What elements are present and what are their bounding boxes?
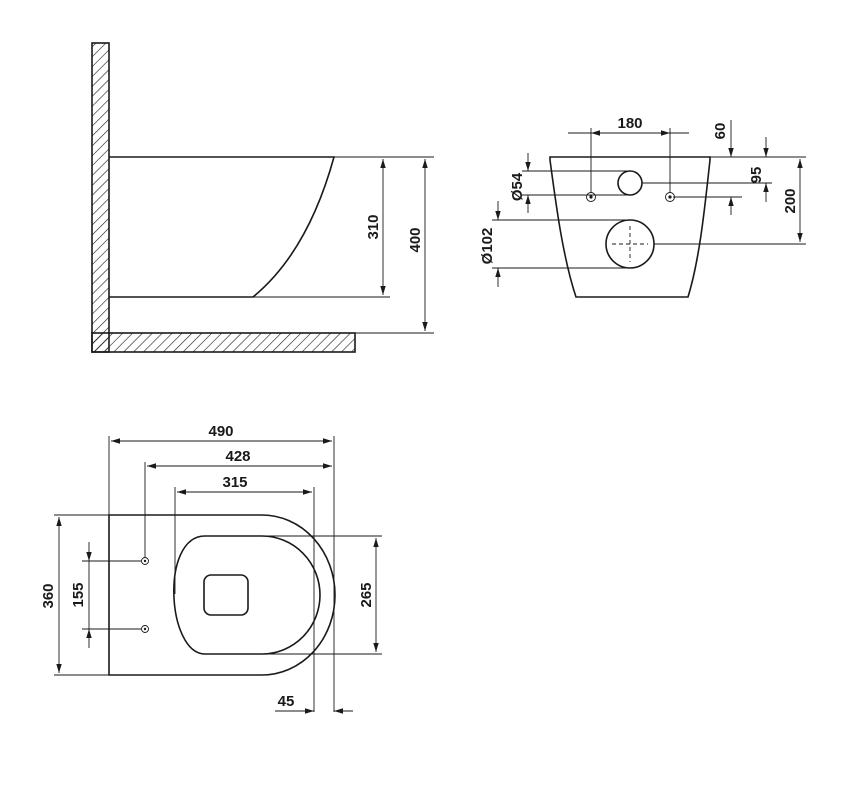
dim-95: 95 — [748, 167, 765, 184]
dim-45: 45 — [278, 693, 295, 710]
bowl-side-profile — [109, 156, 336, 298]
dim-155: 155 — [70, 582, 87, 607]
rear-view: 180 60 95 200 Ø54 Ø102 — [479, 115, 806, 298]
dim-60: 60 — [712, 123, 729, 140]
dim-102: Ø102 — [479, 228, 496, 265]
top-view: 490 428 315 360 155 265 45 — [40, 423, 382, 714]
dim-54: Ø54 — [509, 172, 526, 201]
dim-180: 180 — [617, 115, 642, 132]
dim-310: 310 — [365, 214, 382, 239]
wall-hatch — [91, 42, 110, 353]
floor-hatch — [91, 332, 356, 353]
bowl-opening — [203, 574, 249, 616]
seat-ring — [173, 535, 321, 655]
rear-outline — [549, 156, 711, 298]
dim-400: 400 — [407, 227, 424, 252]
dim-490: 490 — [208, 423, 233, 440]
dim-360: 360 — [40, 583, 57, 608]
dim-265: 265 — [358, 582, 375, 607]
dim-428: 428 — [225, 448, 250, 465]
bowl-top-outline — [108, 514, 336, 676]
inlet-hole — [617, 170, 643, 196]
side-view: 310 400 — [91, 42, 434, 353]
dim-200: 200 — [782, 188, 799, 213]
dim-315: 315 — [222, 474, 247, 491]
bolt-bottom — [141, 625, 149, 633]
